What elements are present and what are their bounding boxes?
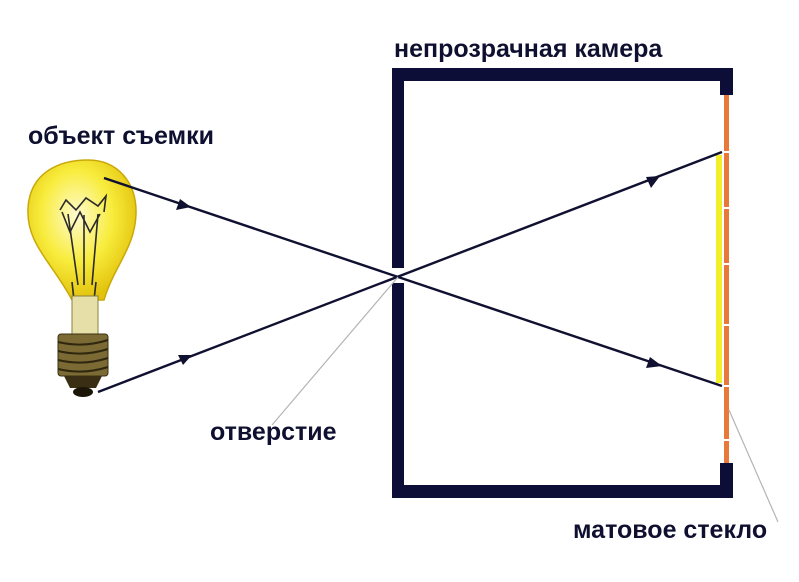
object-label: объект съемки xyxy=(28,122,214,150)
camera-label: непрозрачная камера xyxy=(394,35,663,63)
light-rays xyxy=(97,150,723,394)
ray-bottom-to-top xyxy=(97,150,723,394)
aperture-label: отверстие xyxy=(210,418,337,446)
frosted-glass-screen xyxy=(716,95,731,463)
arrow-icon xyxy=(178,355,192,365)
projected-image xyxy=(716,155,722,383)
screen-label: матовое стекло xyxy=(573,516,768,544)
camera-top-wall xyxy=(392,68,733,81)
arrow-icon xyxy=(646,357,662,368)
camera-back-stub-top xyxy=(720,68,733,95)
arrow-icon xyxy=(646,176,660,188)
ray-top-to-bottom xyxy=(103,176,723,388)
leader-lines xyxy=(271,276,779,523)
camera-bottom-wall xyxy=(392,485,733,498)
bulb-base xyxy=(57,333,109,397)
camera-front-wall-upper xyxy=(392,68,404,268)
camera-back-stub-bottom xyxy=(720,463,733,498)
screen-leader xyxy=(728,409,779,523)
camera-box xyxy=(392,68,733,498)
camera-front-wall-lower xyxy=(392,283,404,498)
bulb-glass xyxy=(27,159,137,301)
ray-arrowheads xyxy=(176,176,662,368)
light-bulb-icon xyxy=(27,159,137,397)
bulb-filament xyxy=(59,193,108,301)
bulb-neck xyxy=(71,295,99,335)
arrow-icon xyxy=(176,199,191,210)
aperture-leader xyxy=(271,276,399,426)
